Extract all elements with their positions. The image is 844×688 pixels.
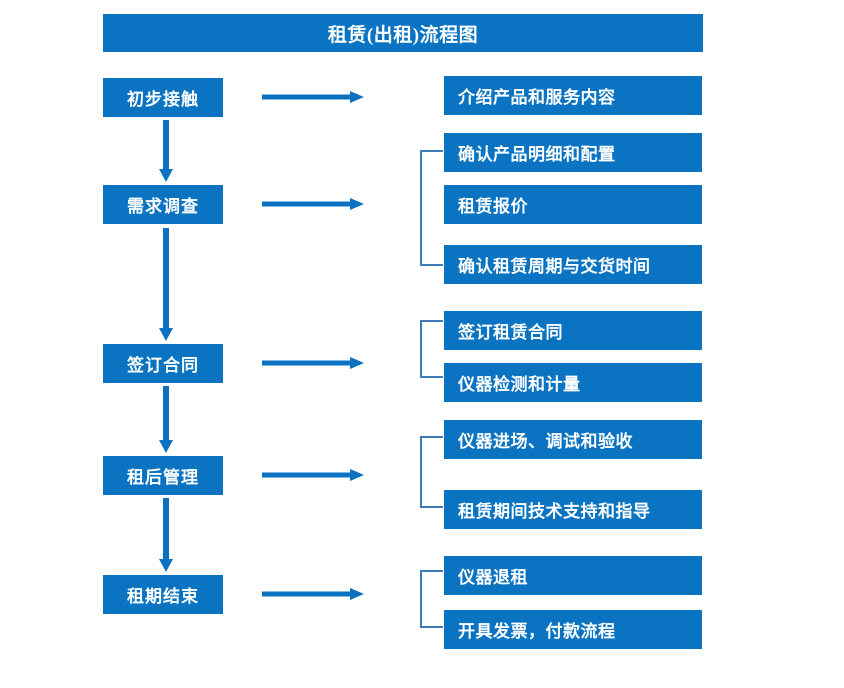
- arrow-stage-2-to-stage-3-icon: [157, 228, 175, 341]
- arrow-stage-1-to-details-icon: [262, 88, 364, 106]
- detail-box-3[interactable]: 租赁报价: [444, 185, 702, 224]
- arrow-stage-1-to-stage-2-icon: [157, 120, 175, 182]
- arrow-stage-3-to-details-icon: [262, 354, 364, 372]
- detail-box-7[interactable]: 仪器进场、调试和验收: [444, 420, 702, 459]
- bracket-group-management: [420, 436, 444, 508]
- detail-box-9[interactable]: 仪器退租: [444, 556, 702, 595]
- detail-box-10[interactable]: 开具发票，付款流程: [444, 610, 702, 649]
- stage-box-5[interactable]: 租期结束: [103, 575, 223, 614]
- detail-box-6[interactable]: 仪器检测和计量: [444, 363, 702, 402]
- detail-box-2[interactable]: 确认产品明细和配置: [444, 133, 702, 172]
- detail-box-4[interactable]: 确认租赁周期与交货时间: [444, 245, 702, 284]
- detail-box-1[interactable]: 介绍产品和服务内容: [444, 76, 702, 115]
- stage-box-2[interactable]: 需求调查: [103, 185, 223, 224]
- stage-box-1[interactable]: 初步接触: [103, 78, 223, 117]
- arrow-stage-2-to-details-icon: [262, 195, 364, 213]
- arrow-stage-4-to-stage-5-icon: [157, 498, 175, 572]
- detail-box-5[interactable]: 签订租赁合同: [444, 311, 702, 350]
- arrow-stage-5-to-details-icon: [262, 585, 364, 603]
- stage-box-4[interactable]: 租后管理: [103, 456, 223, 495]
- arrow-stage-4-to-details-icon: [262, 466, 364, 484]
- arrow-stage-3-to-stage-4-icon: [157, 386, 175, 453]
- page-title: 租赁(出租)流程图: [103, 14, 703, 52]
- bracket-group-requirement: [420, 150, 444, 266]
- bracket-group-end: [420, 570, 444, 628]
- bracket-group-contract: [420, 320, 444, 378]
- stage-box-3[interactable]: 签订合同: [103, 344, 223, 383]
- detail-box-8[interactable]: 租赁期间技术支持和指导: [444, 490, 702, 529]
